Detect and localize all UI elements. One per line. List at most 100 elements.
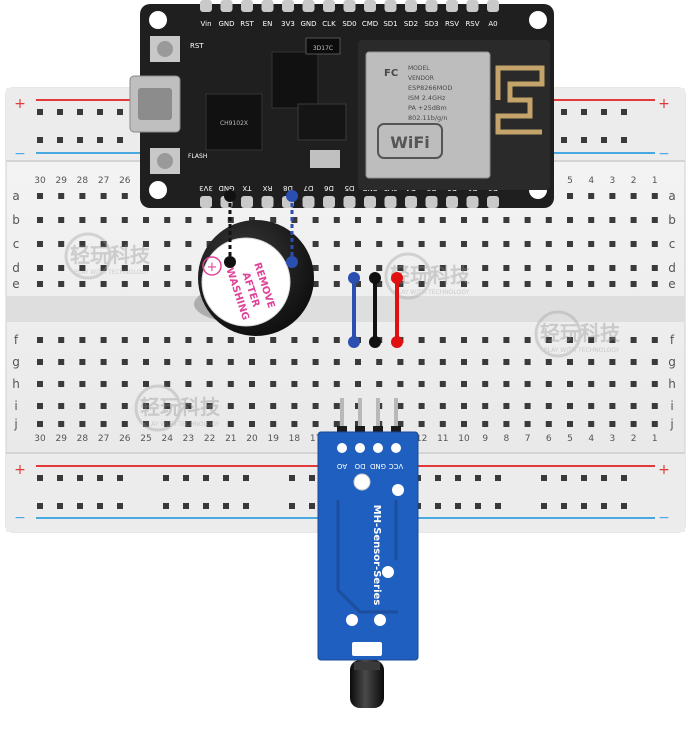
sensor-probe-pad: [352, 642, 382, 656]
sensor-via: [374, 614, 386, 626]
sensor-trace: [336, 500, 398, 614]
hole: [651, 421, 658, 427]
top-pin-label: SD1: [383, 20, 397, 28]
column-number: 22: [204, 434, 215, 444]
hole: [418, 217, 425, 223]
hole: [439, 421, 446, 427]
wifi-logo-frame: [377, 123, 443, 159]
sensor-pin-housing: [391, 426, 401, 436]
hole: [333, 217, 340, 223]
hole: [249, 421, 255, 427]
bottom-pin-pad: [323, 196, 335, 208]
hole: [503, 241, 510, 247]
hole: [206, 359, 213, 365]
hole: [206, 337, 213, 343]
column-number: 5: [567, 176, 573, 186]
hole: [100, 281, 107, 287]
wire-end-dot: [391, 272, 403, 284]
bottom-pin-pad: [384, 196, 397, 208]
rail-hole: [57, 503, 63, 509]
rail-hole: [117, 109, 123, 115]
sensor-pin-label: GND: [370, 462, 386, 470]
rail-hole: [77, 109, 83, 115]
hole: [418, 337, 425, 343]
rail-hole: [97, 109, 103, 115]
column-number: 4: [588, 176, 594, 186]
flash-button-cap[interactable]: [157, 153, 173, 169]
hole: [37, 337, 43, 343]
hole: [418, 265, 425, 271]
wire-end-dot: [286, 190, 298, 202]
rail-hole: [621, 475, 627, 481]
hole: [651, 403, 658, 409]
watermark-title: 轻玩科技: [540, 321, 621, 345]
rail-hole: [223, 503, 229, 509]
hole: [609, 421, 616, 427]
hole: [79, 241, 86, 247]
hole: [185, 403, 192, 409]
wires: [224, 190, 403, 348]
flash-label: FLASH: [188, 153, 207, 160]
rail-hole: [97, 503, 103, 509]
hole: [651, 281, 658, 287]
hole: [630, 281, 637, 287]
hole: [461, 265, 467, 271]
wire-end-dot: [369, 272, 381, 284]
top-pin-pad: [200, 0, 212, 12]
column-number: 4: [588, 434, 594, 444]
hole: [121, 193, 128, 199]
hole: [58, 421, 65, 427]
rail-hole: [77, 475, 83, 481]
hole: [185, 217, 192, 223]
rail-hole: [455, 503, 461, 509]
rail-hole: [243, 475, 249, 481]
hole: [291, 337, 298, 343]
hole: [143, 359, 149, 365]
hole: [58, 265, 65, 271]
hole: [503, 217, 510, 223]
hole: [355, 381, 361, 387]
wire-end-dot: [224, 256, 236, 268]
center-channel: [6, 296, 685, 322]
module-shield: [365, 51, 491, 179]
top-pin-label: SD2: [404, 20, 418, 28]
hole: [37, 241, 43, 247]
hole: [482, 403, 489, 409]
hole: [630, 359, 637, 365]
wire-end-dot: [348, 336, 360, 348]
hole: [609, 381, 616, 387]
hole: [164, 359, 171, 365]
hole: [291, 359, 298, 365]
rail-hole: [163, 503, 169, 509]
sensor-pin-label: AO: [336, 462, 347, 470]
rail-hole: [77, 137, 83, 143]
top-pin-label: GND: [300, 20, 316, 28]
hole: [418, 403, 425, 409]
hole: [418, 381, 425, 387]
rail-hole: [97, 475, 103, 481]
hole: [588, 193, 595, 199]
hole: [461, 359, 467, 365]
sensor-pin: [376, 398, 380, 438]
hole: [609, 193, 616, 199]
top-pin-pad: [282, 0, 294, 12]
rail-hole: [163, 475, 169, 481]
top-pin-pad: [241, 0, 253, 12]
hole: [164, 241, 171, 247]
hole: [121, 265, 128, 271]
hole: [376, 217, 383, 223]
rail-hole: [37, 475, 43, 481]
hole: [79, 193, 86, 199]
hole: [461, 381, 467, 387]
hole: [439, 359, 446, 365]
hole: [609, 217, 616, 223]
rail-hole: [475, 475, 481, 481]
rst-button-cap[interactable]: [157, 41, 173, 57]
bottom-pin-label: RX: [262, 184, 272, 192]
flame-probe: [350, 660, 384, 708]
hole: [312, 217, 319, 223]
rail-hole: [601, 475, 607, 481]
hole: [397, 359, 404, 365]
hole: [503, 337, 510, 343]
hole: [588, 337, 595, 343]
